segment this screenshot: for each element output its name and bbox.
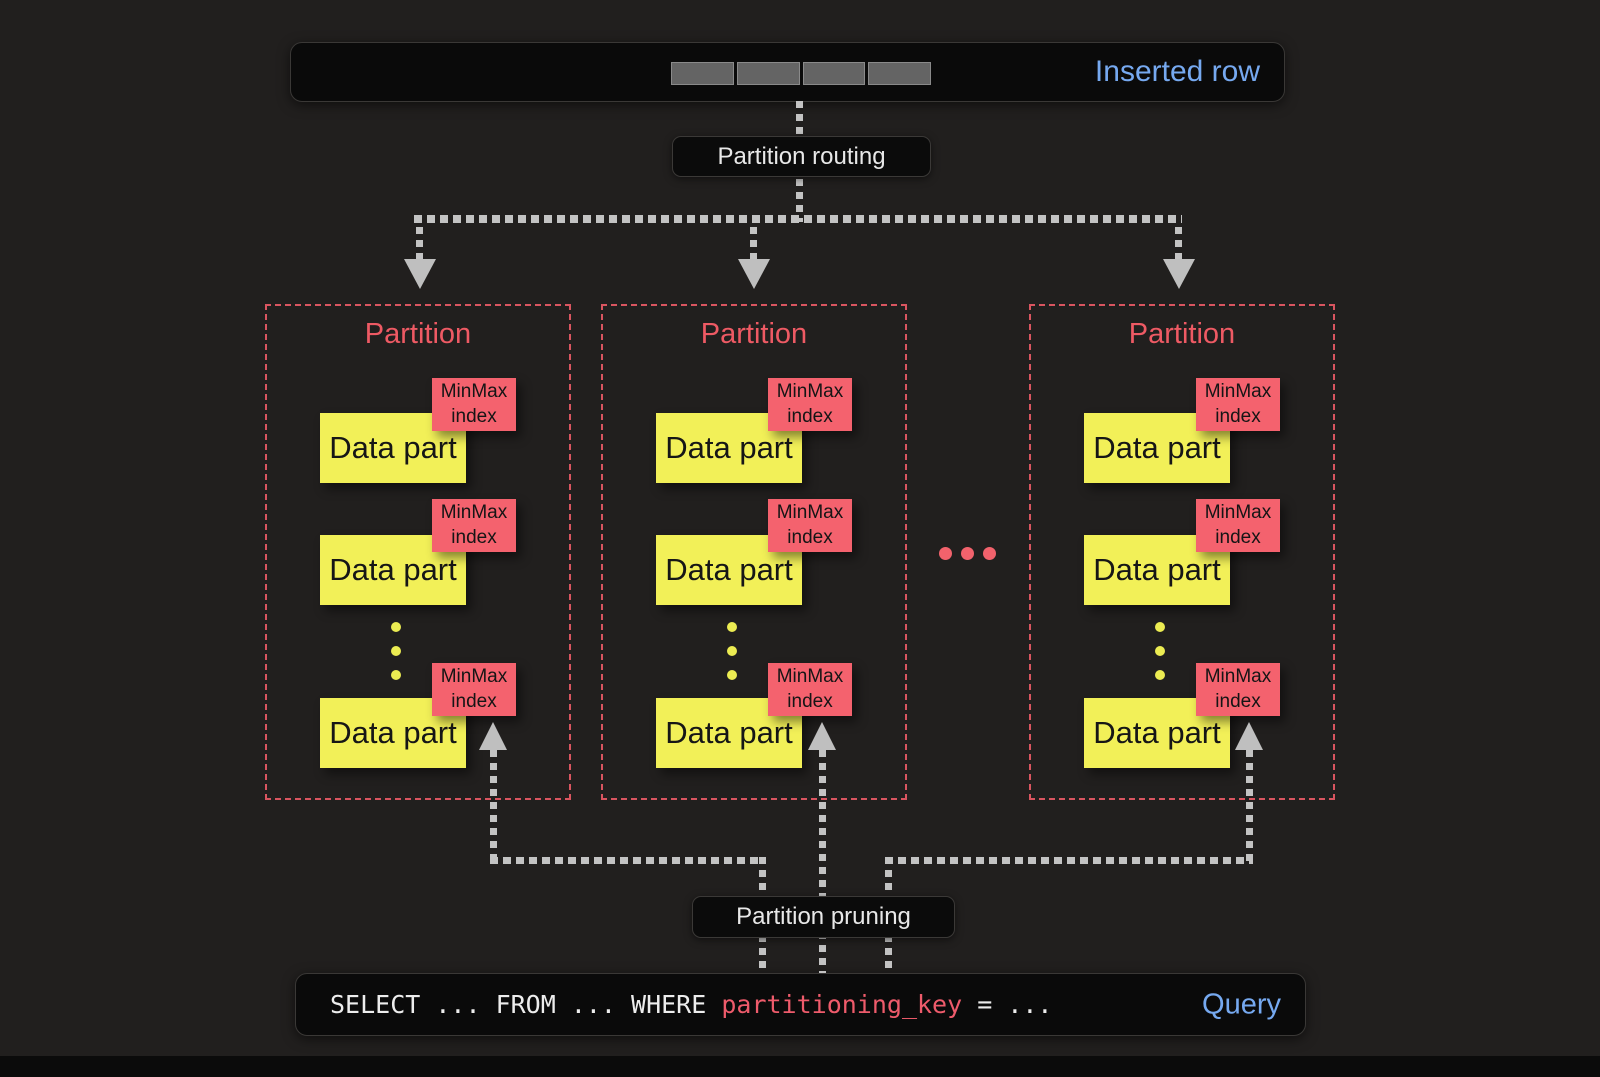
query-select-clause: SELECT ... FROM ... WHERE — [330, 990, 722, 1019]
pruning-stem-left — [490, 750, 497, 861]
inserted-row-label: Inserted row — [1094, 55, 1260, 88]
partition-box-3: Partition MinMax index Data part MinMax … — [1029, 304, 1335, 800]
partition-title: Partition — [700, 318, 808, 350]
partition-title: Partition — [1128, 318, 1236, 350]
inserted-row-bar: Inserted row — [290, 42, 1285, 102]
minmax-index-tag: MinMax index — [1196, 378, 1280, 431]
pruning-arrowhead-center-icon — [808, 722, 836, 750]
bottom-strip — [0, 1056, 1600, 1077]
query-partitioning-key: partitioning_key — [721, 990, 963, 1019]
partition-box-2: Partition MinMax index Data part MinMax … — [601, 304, 907, 800]
inserted-row-segments — [671, 62, 931, 85]
routing-arrowhead-right-icon — [1163, 259, 1195, 289]
minmax-index-tag: MinMax index — [432, 378, 516, 431]
minmax-index-tag: MinMax index — [1196, 663, 1280, 716]
routing-stub-right — [1175, 227, 1182, 259]
more-partitions-ellipsis — [939, 547, 996, 560]
query-bar: SELECT ... FROM ... WHERE partitioning_k… — [295, 973, 1306, 1036]
query-text: SELECT ... FROM ... WHERE partitioning_k… — [330, 990, 1052, 1019]
pruning-arrowhead-right-icon — [1235, 722, 1263, 750]
partition-title: Partition — [364, 318, 472, 350]
row-segment — [671, 62, 734, 85]
routing-branch-line — [414, 215, 1182, 223]
pruning-connector-right — [885, 857, 1253, 864]
pruning-stem-right — [1246, 750, 1253, 861]
minmax-index-tag: MinMax index — [432, 499, 516, 552]
routing-stub-left — [416, 227, 423, 259]
routing-arrowhead-center-icon — [738, 259, 770, 289]
data-part-box: Data part — [1084, 413, 1230, 483]
row-segment — [802, 62, 866, 85]
partition-pruning-text: Partition pruning — [736, 903, 911, 930]
minmax-index-tag: MinMax index — [768, 663, 852, 716]
minmax-index-tag: MinMax index — [432, 663, 516, 716]
partition-routing-text: Partition routing — [717, 142, 886, 170]
row-segment — [736, 62, 800, 85]
routing-stub-center — [750, 227, 757, 259]
partition-pruning-label: Partition pruning — [692, 896, 955, 938]
more-parts-ellipsis — [391, 622, 401, 680]
more-parts-ellipsis — [1155, 622, 1165, 680]
pruning-connector-left — [490, 857, 766, 864]
minmax-index-tag: MinMax index — [1196, 499, 1280, 552]
more-parts-ellipsis — [727, 622, 737, 680]
row-segment — [868, 62, 931, 85]
routing-arrowhead-left-icon — [404, 259, 436, 289]
minmax-index-tag: MinMax index — [768, 499, 852, 552]
pruning-arrowhead-left-icon — [479, 722, 507, 750]
data-part-box: Data part — [320, 698, 466, 768]
partition-routing-label: Partition routing — [672, 136, 931, 177]
minmax-index-tag: MinMax index — [768, 378, 852, 431]
pruning-stem-center — [819, 750, 826, 973]
query-suffix: = ... — [962, 990, 1053, 1019]
partition-box-1: Partition MinMax index Data part MinMax … — [265, 304, 571, 800]
query-label: Query — [1202, 988, 1281, 1020]
